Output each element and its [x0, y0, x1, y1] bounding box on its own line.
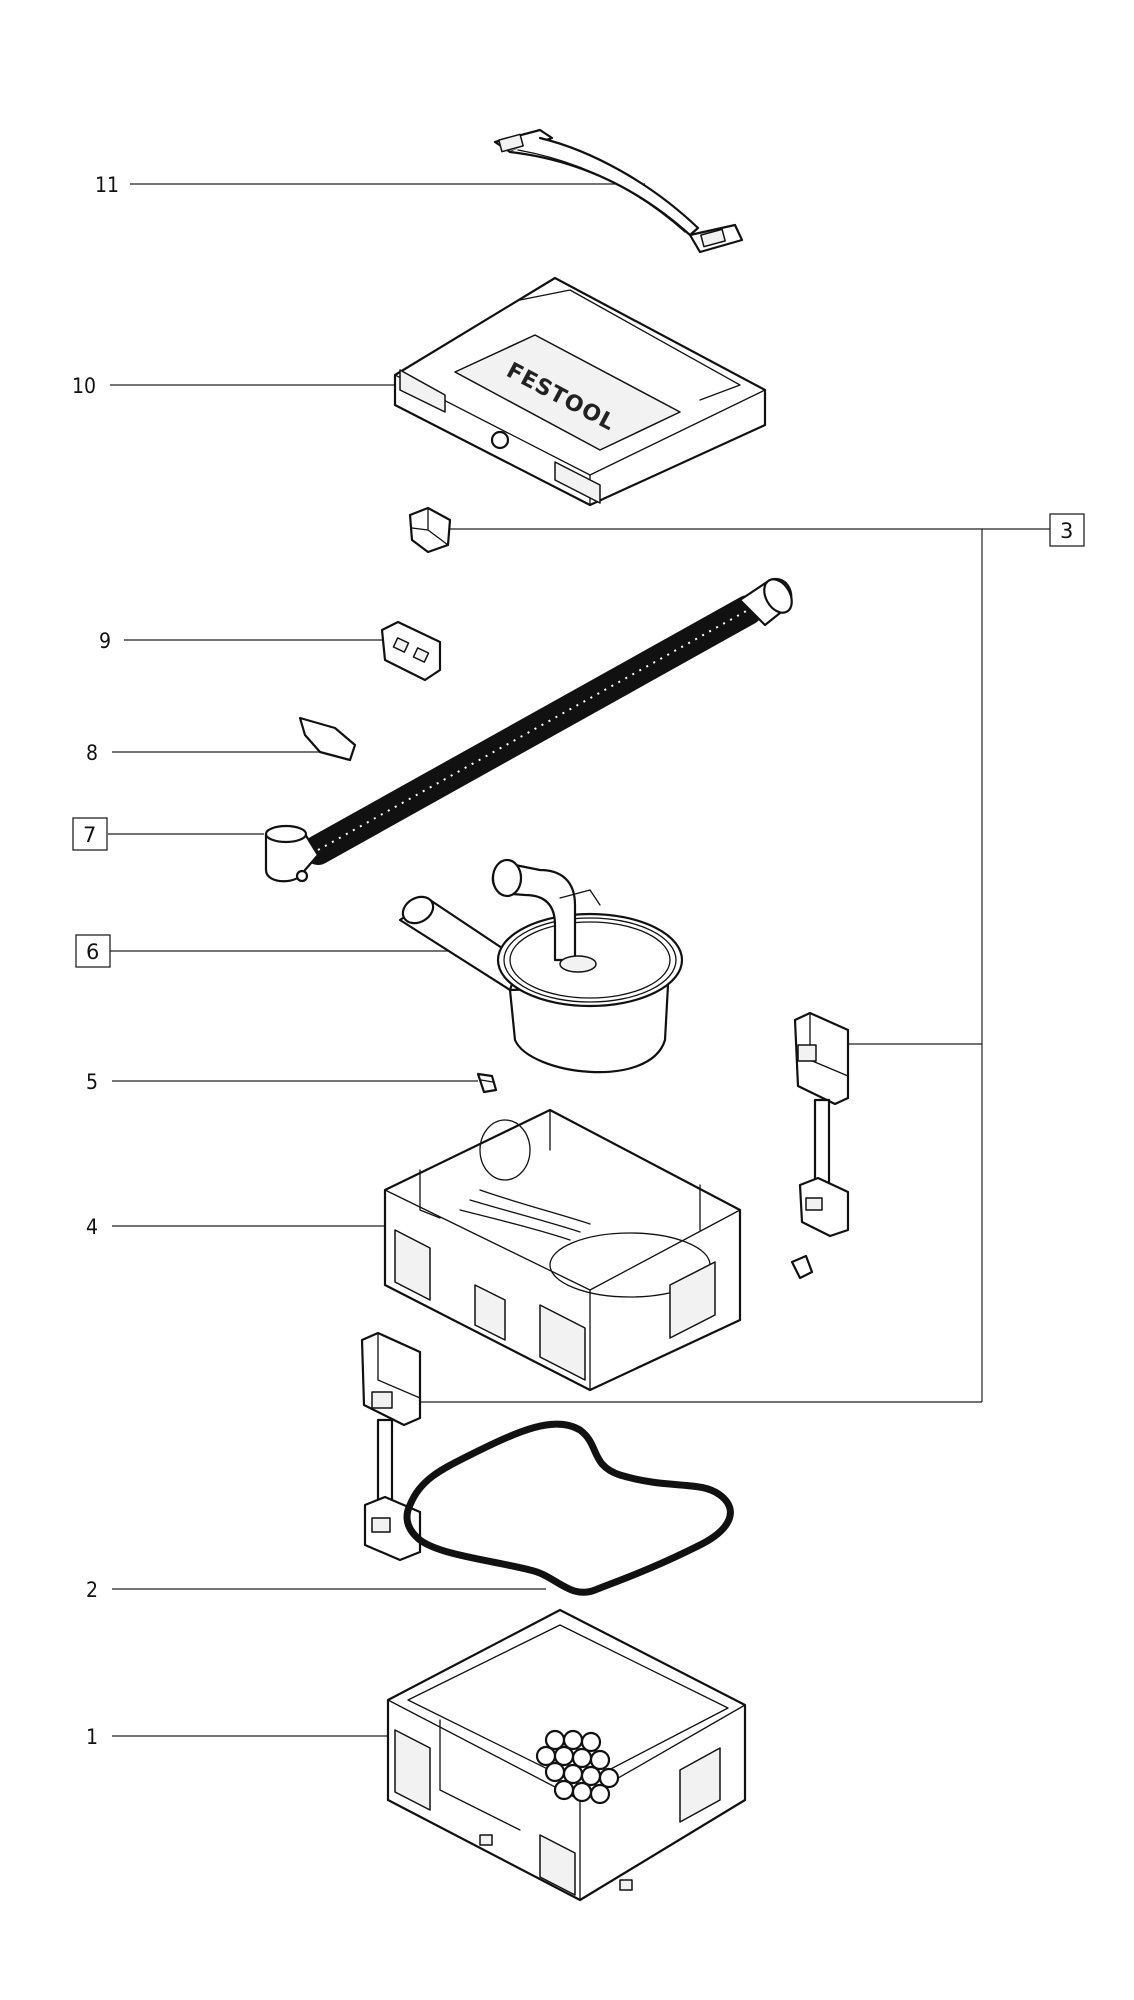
callout-11: 11 [95, 173, 119, 197]
callout-8: 8 [86, 741, 98, 765]
callout-4: 4 [86, 1215, 98, 1239]
part-7-hose [264, 577, 793, 883]
part-3-latch-left [360, 1331, 422, 1562]
part-3-bolt [790, 1254, 814, 1280]
callout-7: 7 [83, 823, 96, 847]
callout-6: 6 [86, 940, 99, 964]
callout-9: 9 [99, 629, 111, 653]
callout-labels: 11 10 3 9 8 7 6 5 4 2 1 [72, 173, 1085, 1749]
part-6-cyclone [398, 858, 684, 1074]
part-3-clip-top [408, 506, 452, 554]
part-4-inner-tray [383, 1108, 742, 1392]
part-10-lid: FESTOOL [393, 276, 767, 507]
callout-3-box [1049, 513, 1085, 547]
callout-1: 1 [86, 1725, 98, 1749]
callout-2: 2 [86, 1578, 98, 1602]
part-3-latch-right [793, 1011, 850, 1238]
callout-6-box [75, 934, 111, 968]
callout-10: 10 [72, 374, 96, 398]
part-1-base-box [386, 1608, 747, 1902]
part-9-clip [380, 620, 442, 682]
part-5-screw [476, 1072, 498, 1094]
base-honeycomb [535, 1729, 620, 1805]
callout-7-box [72, 817, 108, 851]
callout-5: 5 [86, 1070, 98, 1094]
part-11-handle [493, 128, 744, 254]
leader-lines [108, 183, 1050, 1737]
part-8-cover [298, 716, 357, 762]
part-2-gasket [403, 1420, 734, 1596]
callout-3: 3 [1060, 519, 1073, 543]
